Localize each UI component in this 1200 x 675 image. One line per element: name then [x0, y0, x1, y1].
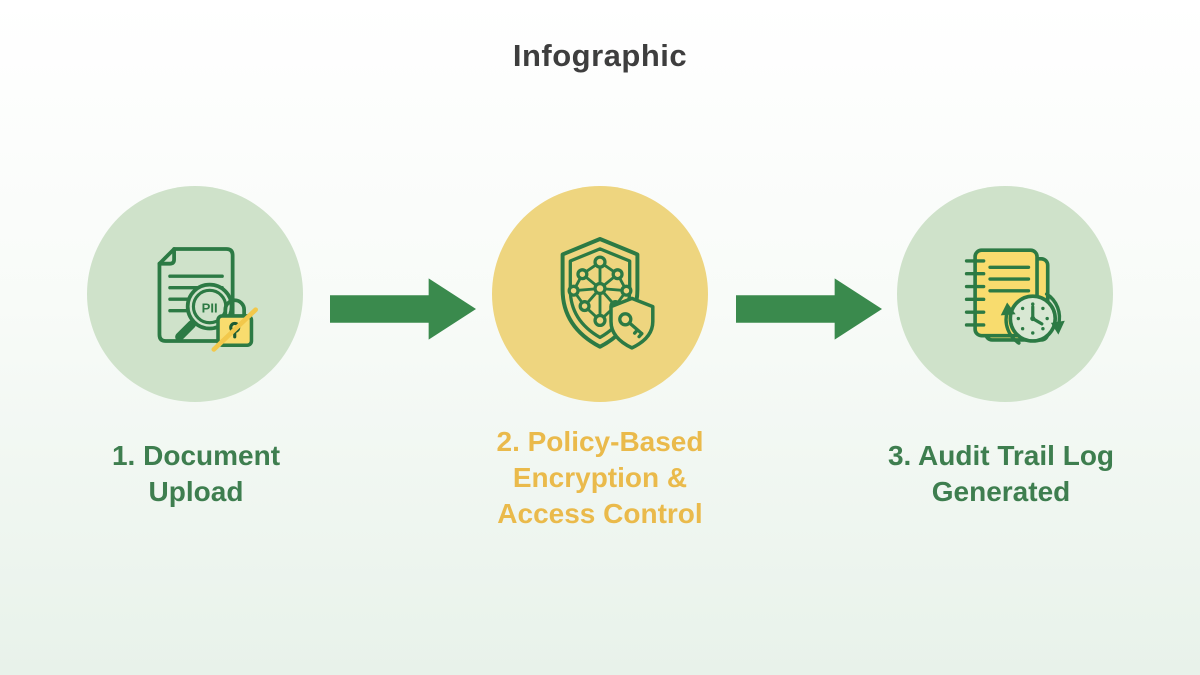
pii-label: PII	[202, 300, 218, 315]
step2-label: 2. Policy-Based Encryption & Access Cont…	[496, 426, 704, 529]
notebook-history-clock-icon	[964, 248, 1065, 345]
arrow-right-icon	[736, 278, 882, 340]
arrow-right-icon	[330, 278, 476, 340]
step3-circle	[897, 186, 1113, 402]
step1-label: 1. Document Upload	[111, 440, 281, 507]
document-pii-scan-lock-icon: PII	[157, 247, 258, 352]
step1-circle: PII	[87, 186, 303, 402]
step2-circle	[492, 186, 708, 402]
page-title: Infographic	[512, 38, 688, 73]
shield-network-key-icon	[560, 237, 655, 350]
step3-label: 3. Audit Trail Log Generated	[887, 440, 1115, 507]
